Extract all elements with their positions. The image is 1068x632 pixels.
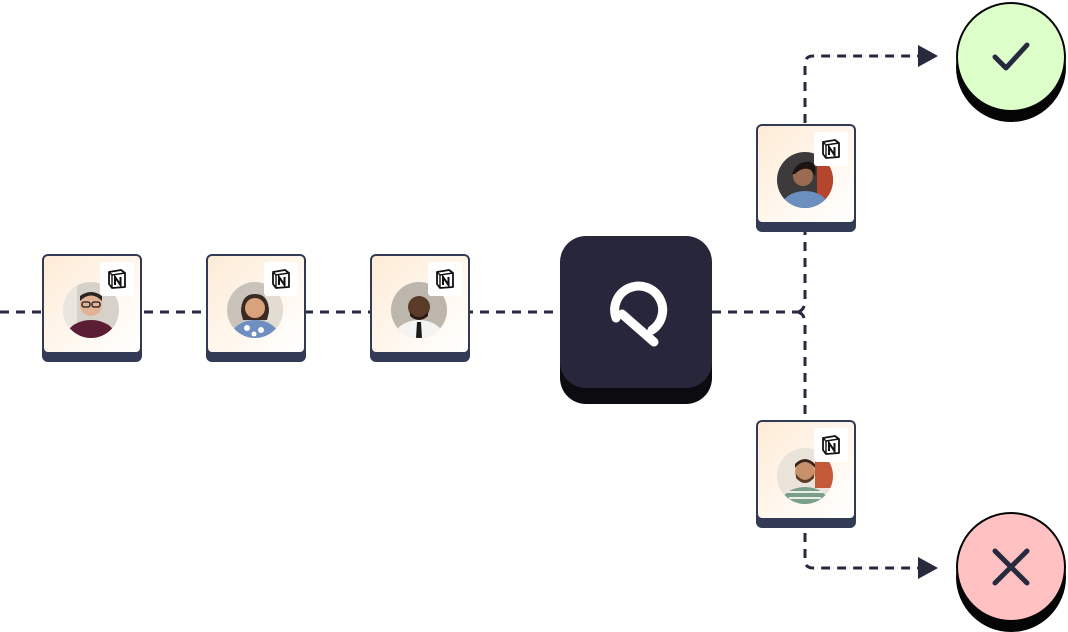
notion-icon [814, 428, 848, 462]
notion-icon [100, 262, 134, 296]
avatar [777, 448, 833, 504]
connector-branch-up [797, 54, 920, 314]
person-card-3[interactable] [370, 254, 470, 362]
x-icon [992, 548, 1030, 586]
card-face [756, 420, 856, 520]
outcome-approved[interactable] [956, 2, 1068, 122]
notion-icon [428, 262, 462, 296]
arrowhead-approved [918, 45, 938, 67]
person-card-2[interactable] [206, 254, 306, 362]
card-face [206, 254, 306, 354]
app-logo-icon [610, 281, 668, 347]
outcome-face [956, 512, 1066, 622]
person-card-1[interactable] [42, 254, 142, 362]
check-icon [992, 42, 1030, 71]
arrowhead-rejected [918, 557, 938, 579]
person-card-5[interactable] [756, 420, 856, 528]
person-card-4[interactable] [756, 124, 856, 232]
card-face [42, 254, 142, 354]
outcome-face [956, 2, 1066, 112]
connector-branch-down [797, 310, 920, 570]
avatar [63, 282, 119, 338]
outcome-rejected[interactable] [956, 512, 1068, 632]
hub-node[interactable] [560, 236, 712, 404]
notion-icon [264, 262, 298, 296]
notion-icon [814, 132, 848, 166]
card-face [370, 254, 470, 354]
hub-face [560, 236, 712, 388]
card-face [756, 124, 856, 224]
